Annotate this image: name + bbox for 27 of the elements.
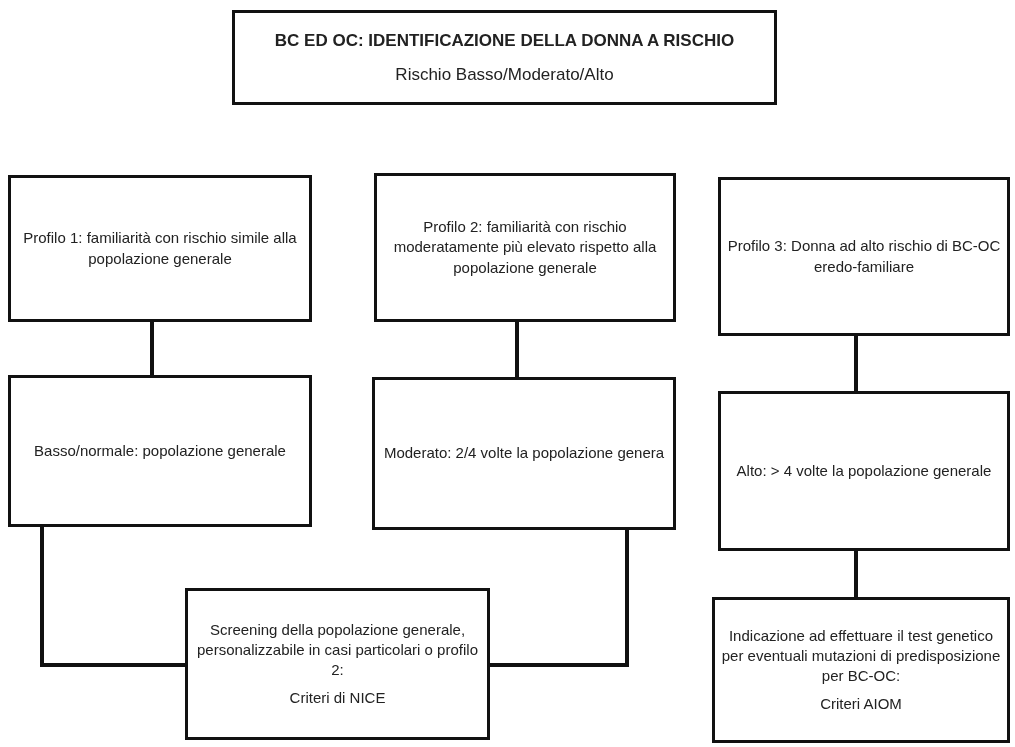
heading-text: BC ED OC: IDENTIFICAZIONE DELLA DONNA A RISCHIO [274,30,735,52]
connector-line [854,551,858,597]
process-box [185,588,490,740]
process-box [718,177,1010,336]
connector-line [150,322,154,375]
connector-line [490,530,629,667]
process-box [8,175,312,322]
box-text: Profilo 2: familiarità con rischio moderatamente più elevato rispetto alla popolazione generale [392,217,658,278]
process-box [372,377,676,530]
process-box [8,375,312,527]
box-text: Basso/normale: popolazione generale [34,440,286,461]
box-text: Moderato: 2/4 volte la popolazione genera [383,443,665,464]
connector-line [515,322,519,377]
connector-line [40,527,185,667]
box-text: Indicazione ad effettuare il test genetico per eventuali mutazioni di predisposizione per BC-OC: [720,625,1002,686]
box-text: Profilo 1: familiarità con rischio simile alla popolazione generale [22,228,298,269]
box-text: Alto: > 4 volte la popolazione generale [736,460,992,481]
title-box [232,10,777,105]
process-box [712,597,1010,743]
connector-line [854,336,858,391]
box-text: Profilo 3: Donna ad alto rischio di BC-OC eredo-familiare [726,236,1002,277]
box-text: Screening della popolazione generale, personalizzabile in casi particolari o profilo 2: [196,619,479,680]
criteria-text: Criteri di NICE [289,688,386,709]
criteria-text: Criteri AIOM [820,694,902,715]
process-box [374,173,676,322]
criteria-text: Rischio Basso/Moderato/Alto [395,63,614,86]
process-box [718,391,1010,551]
